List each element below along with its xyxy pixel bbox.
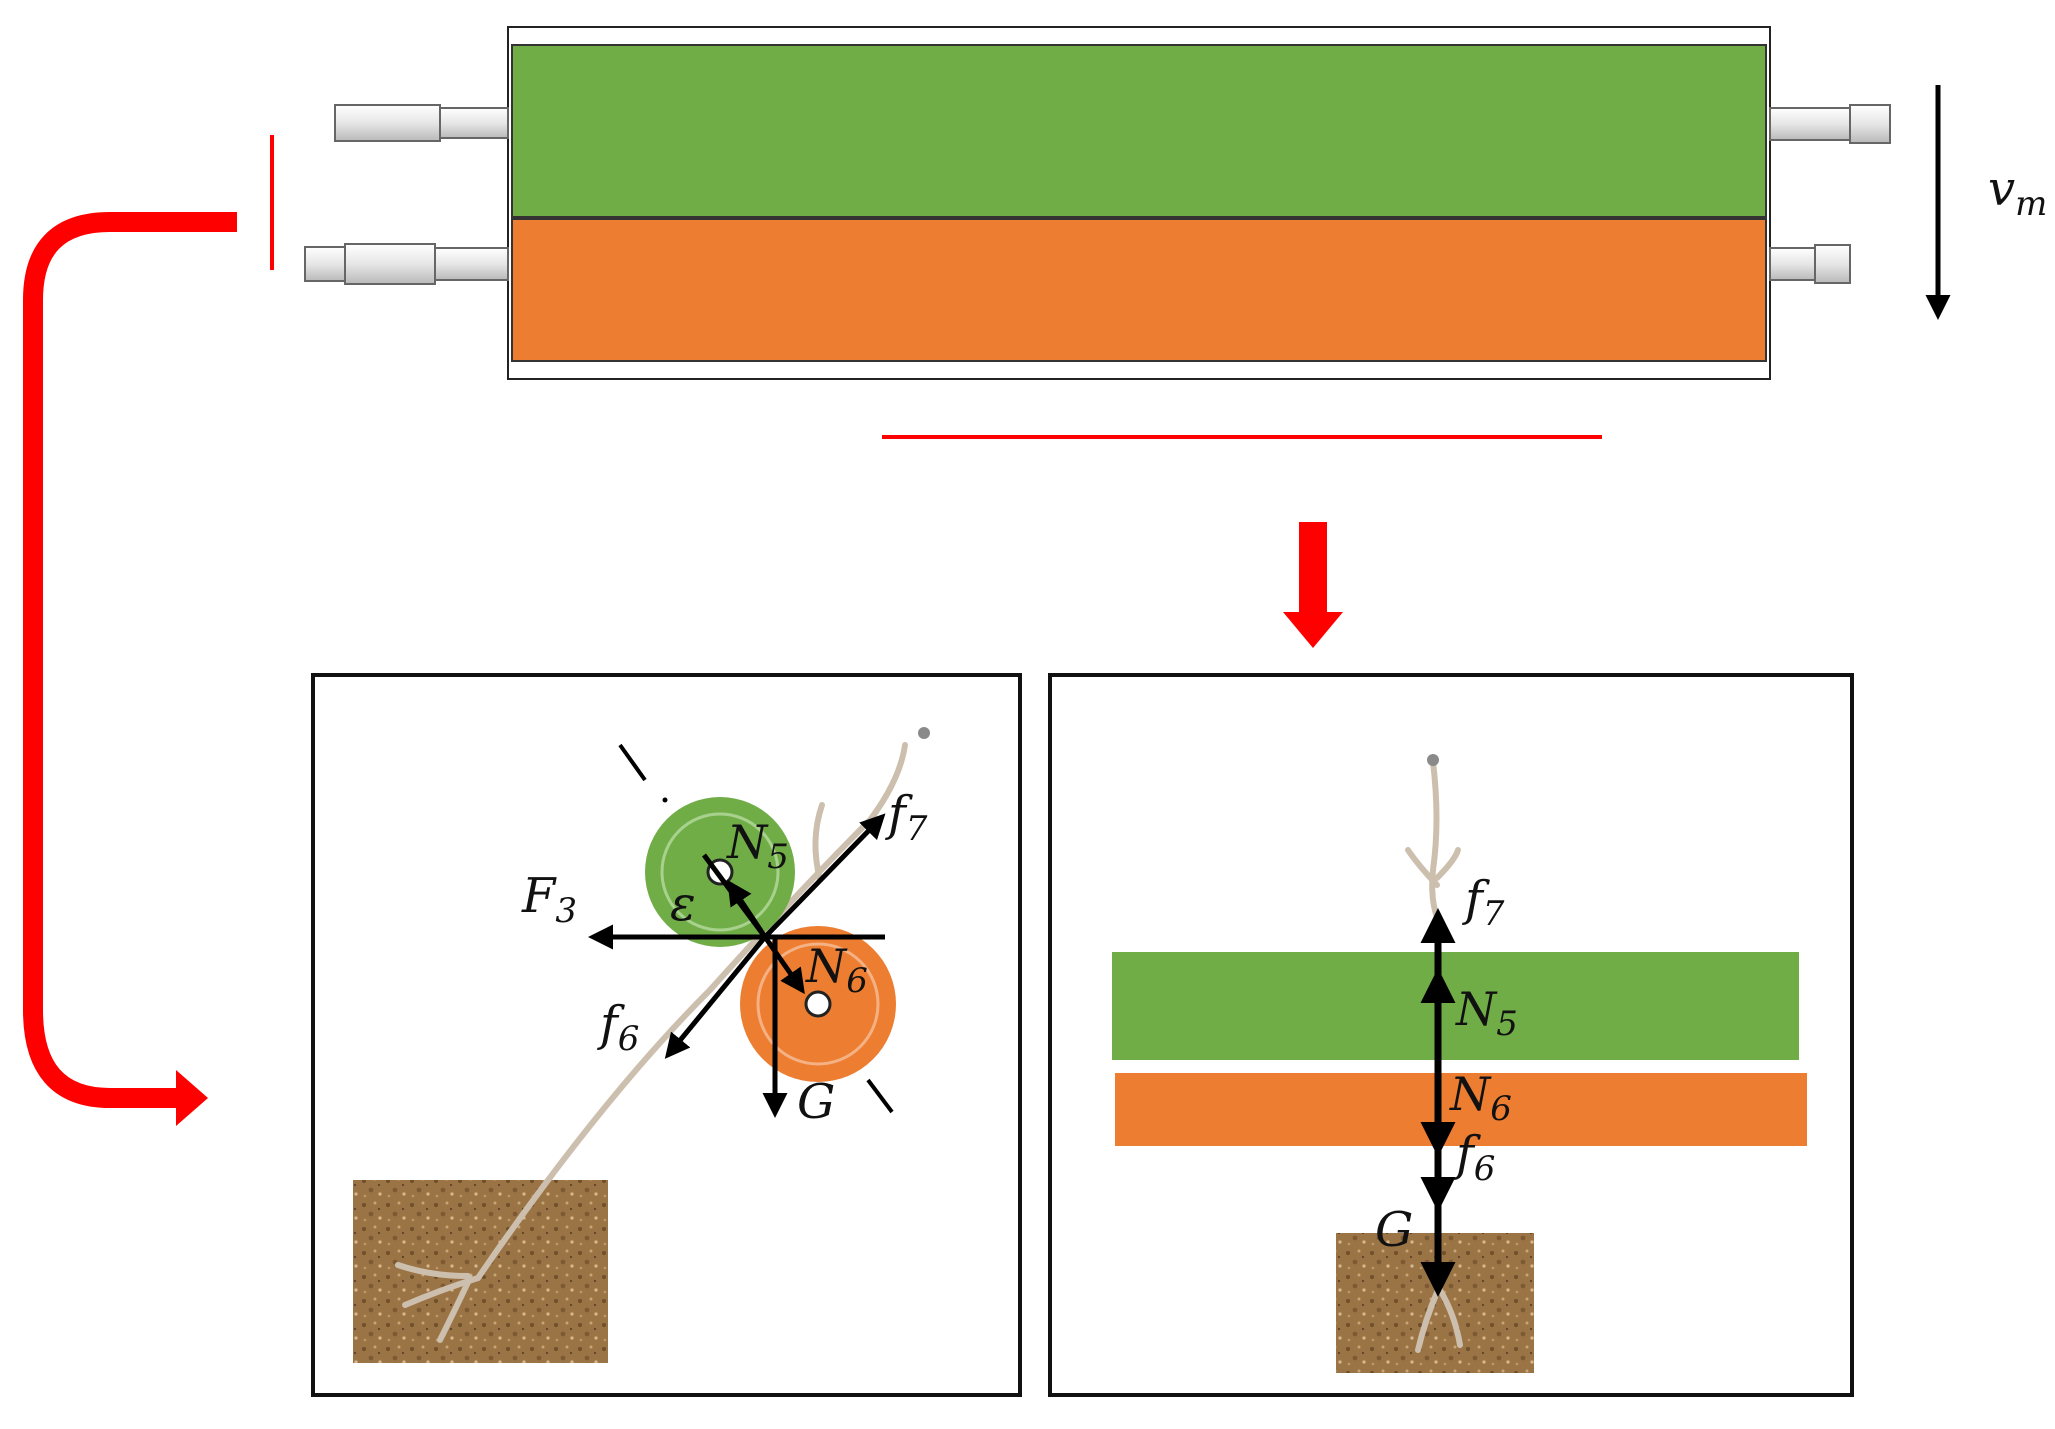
lower-roller xyxy=(511,218,1767,362)
side-label-f7: f7 xyxy=(885,786,928,849)
right-lower-shaft xyxy=(1769,244,1851,284)
side-label-f6: f6 xyxy=(597,996,639,1059)
epsilon-line xyxy=(701,853,768,939)
f7-arrow xyxy=(763,813,886,939)
roller-assembly: vm xyxy=(270,26,2047,439)
front-label-N5: N5 xyxy=(1455,982,1518,1044)
side-label-epsilon: ε xyxy=(670,876,696,932)
front-upper-roller xyxy=(1112,952,1799,1060)
side-label-N5: N5 xyxy=(726,815,789,877)
front-view-connector-head xyxy=(1283,612,1343,648)
stem-tip xyxy=(918,727,930,739)
velocity-label: vm xyxy=(1988,161,2047,224)
lower-roller-section xyxy=(740,926,896,1082)
side-label-G: G xyxy=(797,1074,835,1130)
upper-roller xyxy=(511,44,1767,218)
side-label-N6: N6 xyxy=(805,939,868,1001)
right-upper-shaft xyxy=(1769,104,1891,144)
left-upper-shaft xyxy=(334,104,509,142)
upper-roller-section xyxy=(645,797,795,947)
side-label-F3: F3 xyxy=(521,868,577,931)
front-label-G: G xyxy=(1375,1202,1413,1258)
plant-stem xyxy=(395,742,908,1343)
f6-arrow xyxy=(664,935,767,1059)
N6-arrow xyxy=(762,935,805,995)
left-lower-shaft xyxy=(304,243,509,285)
front-lower-roller xyxy=(1115,1073,1807,1146)
side-force-arrows xyxy=(588,813,886,1118)
front-label-N6: N6 xyxy=(1449,1067,1512,1129)
front-view-connector-arrow xyxy=(1299,522,1327,617)
side-view-panel: N5 f7 F3 ε N6 f6 G xyxy=(311,673,1022,1397)
side-view-connector-arrow xyxy=(23,212,237,1108)
center-line-dot xyxy=(662,797,668,803)
front-stem-tip xyxy=(1427,754,1439,766)
front-view-panel: f7 N5 N6 f6 G xyxy=(1048,673,1854,1397)
center-line-top xyxy=(618,743,647,782)
side-view-connector-head xyxy=(176,1070,208,1126)
center-line-bottom xyxy=(866,1078,894,1114)
